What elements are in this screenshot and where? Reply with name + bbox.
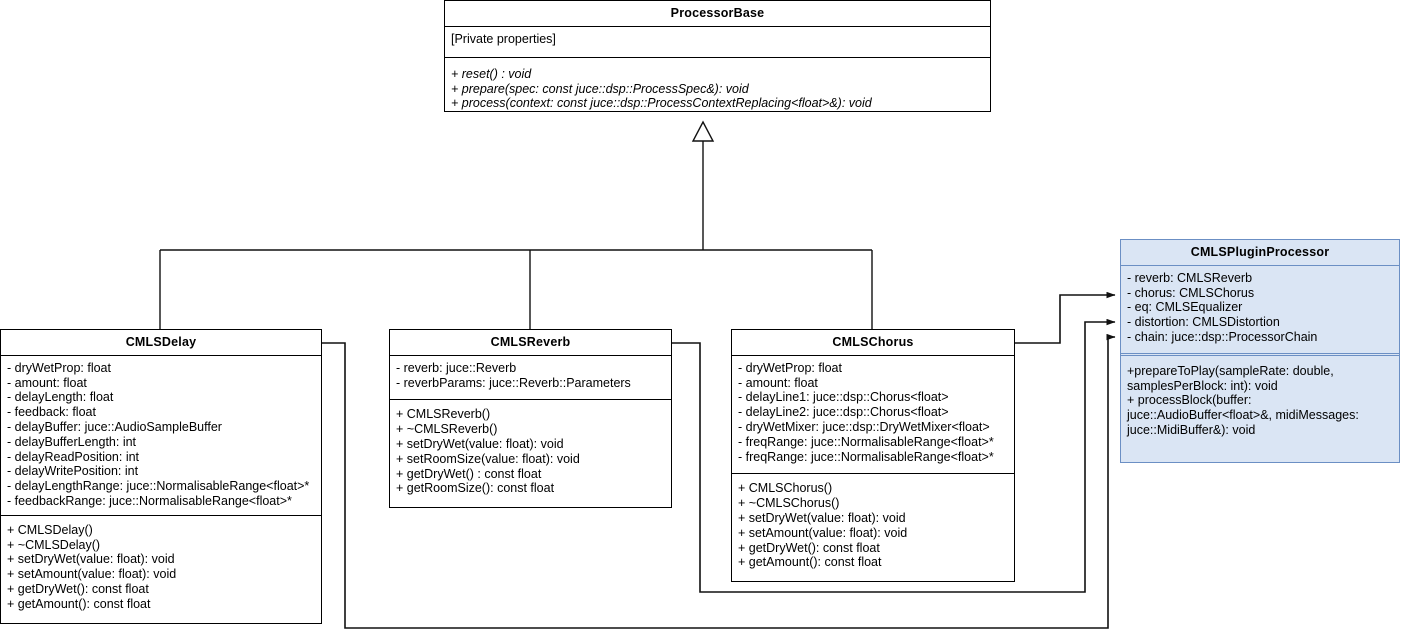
- class-member: + setAmount(value: float): void: [7, 567, 177, 582]
- class-member: + getAmount(): const float: [738, 555, 882, 570]
- class-box-cmls-plugin-processor[interactable]: CMLSPluginProcessor - reverb: CMLSReverb…: [1120, 239, 1400, 463]
- class-member: + getRoomSize(): const float: [396, 481, 555, 496]
- class-member: - dryWetProp: float: [738, 360, 842, 375]
- class-title-cmls-plugin-processor: CMLSPluginProcessor: [1121, 240, 1399, 266]
- class-member: - delayReadPosition: int: [7, 449, 140, 464]
- class-member: +prepareToPlay(sampleRate: double, sampl…: [1127, 363, 1334, 393]
- class-properties-cmls-plugin-processor: - reverb: CMLSReverb - chorus: CMLSChoru…: [1121, 266, 1399, 353]
- class-member: - feedback: float: [7, 405, 96, 420]
- class-member: - reverbParams: juce::Reverb::Parameters: [396, 375, 631, 390]
- class-member: - eq: CMLSEqualizer: [1127, 300, 1243, 315]
- class-operations-cmls-plugin-processor: +prepareToPlay(sampleRate: double, sampl…: [1121, 352, 1399, 444]
- class-member: - freqRange: juce::NormalisableRange<flo…: [738, 449, 994, 464]
- class-member: + getDryWet() : const float: [396, 466, 542, 481]
- class-member: - dryWetProp: float: [7, 360, 111, 375]
- class-member: + CMLSChorus(): [738, 481, 833, 496]
- class-properties-cmls-chorus: - dryWetProp: float - amount: float - de…: [732, 356, 1014, 474]
- inheritance-triangle-icon: [691, 120, 715, 142]
- class-member: - reverb: CMLSReverb: [1127, 270, 1253, 285]
- class-member: + reset() : void: [451, 66, 532, 81]
- class-member: + CMLSReverb(): [396, 407, 491, 422]
- class-member: + setRoomSize(value: float): void: [396, 451, 580, 466]
- class-member: + process(context: const juce::dsp::Proc…: [451, 96, 872, 111]
- class-member: + ~CMLSChorus(): [738, 496, 840, 511]
- class-member: + getDryWet(): const float: [7, 581, 149, 596]
- class-member: - delayLengthRange: juce::NormalisableRa…: [7, 479, 310, 494]
- class-member: - dryWetMixer: juce::dsp::DryWetMixer<fl…: [738, 419, 990, 434]
- class-operations-processor-base: + reset() : void + prepare(spec: const j…: [445, 56, 990, 111]
- class-member: - delayWritePosition: int: [7, 464, 139, 479]
- class-title-processor-base: ProcessorBase: [445, 1, 990, 27]
- class-member: + setDryWet(value: float): void: [396, 436, 564, 451]
- class-member: - reverb: juce::Reverb: [396, 360, 517, 375]
- generalization-edges: [159, 140, 873, 329]
- class-member: + ~CMLSDelay(): [7, 537, 101, 552]
- class-properties-processor-base: [Private properties]: [445, 27, 990, 57]
- class-title-cmls-delay: CMLSDelay: [1, 330, 321, 356]
- class-member: - delayLength: float: [7, 390, 114, 405]
- class-properties-cmls-delay: - dryWetProp: float - amount: float - de…: [1, 356, 321, 515]
- class-operations-cmls-reverb: + CMLSReverb() + ~CMLSReverb() + setDryW…: [390, 399, 671, 507]
- class-member: - delayLine2: juce::dsp::Chorus<float>: [738, 405, 949, 420]
- class-member: + getDryWet(): const float: [738, 540, 880, 555]
- class-member: - amount: float: [7, 375, 87, 390]
- class-member: + setAmount(value: float): void: [738, 525, 908, 540]
- class-member: + setDryWet(value: float): void: [738, 510, 906, 525]
- class-box-cmls-delay[interactable]: CMLSDelay - dryWetProp: float - amount: …: [0, 329, 322, 624]
- class-member: - feedbackRange: juce::NormalisableRange…: [7, 493, 292, 508]
- class-operations-cmls-chorus: + CMLSChorus() + ~CMLSChorus() + setDryW…: [732, 473, 1014, 581]
- class-box-processor-base[interactable]: ProcessorBase [Private properties] + res…: [444, 0, 991, 112]
- class-member: - delayBuffer: juce::AudioSampleBuffer: [7, 419, 222, 434]
- class-title-cmls-reverb: CMLSReverb: [390, 330, 671, 356]
- class-member: - freqRange: juce::NormalisableRange<flo…: [738, 434, 994, 449]
- class-title-cmls-chorus: CMLSChorus: [732, 330, 1014, 356]
- class-box-cmls-chorus[interactable]: CMLSChorus - dryWetProp: float - amount:…: [731, 329, 1015, 583]
- class-member: + prepare(spec: const juce::dsp::Process…: [451, 81, 749, 96]
- class-member: - delayLine1: juce::dsp::Chorus<float>: [738, 390, 949, 405]
- class-member: + getAmount(): const float: [7, 596, 151, 611]
- class-member: [Private properties]: [451, 31, 556, 46]
- class-properties-cmls-reverb: - reverb: juce::Reverb - reverbParams: j…: [390, 356, 671, 400]
- class-member: - chain: juce::dsp::ProcessorChain: [1127, 329, 1318, 344]
- association-chorus-to-processor: [1015, 291, 1116, 344]
- class-member: - chorus: CMLSChorus: [1127, 285, 1255, 300]
- class-member: - distortion: CMLSDistortion: [1127, 315, 1280, 330]
- class-member: + ~CMLSReverb(): [396, 422, 498, 437]
- class-member: + CMLSDelay(): [7, 522, 93, 537]
- class-member: - delayBufferLength: int: [7, 434, 137, 449]
- class-member: + setDryWet(value: float): void: [7, 552, 175, 567]
- class-member: - amount: float: [738, 375, 818, 390]
- class-box-cmls-reverb[interactable]: CMLSReverb - reverb: juce::Reverb - reve…: [389, 329, 672, 509]
- class-operations-cmls-delay: + CMLSDelay() + ~CMLSDelay() + setDryWet…: [1, 514, 321, 623]
- class-member: + processBlock(buffer: juce::AudioBuffer…: [1127, 393, 1359, 437]
